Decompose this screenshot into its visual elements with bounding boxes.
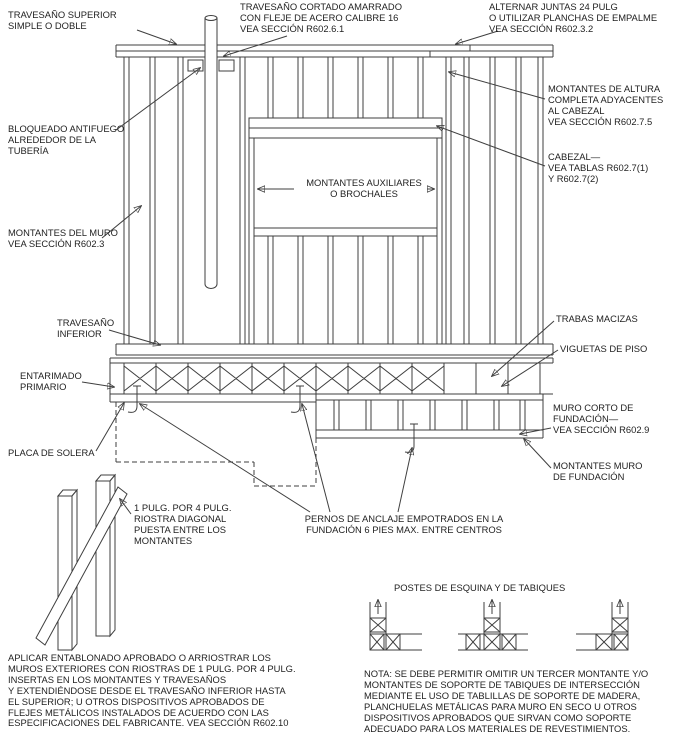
foundation-cripple-wall — [315, 394, 544, 439]
label-stagger-joints: ALTERNAR JUNTAS 24 PULG O UTILIZAR PLANC… — [489, 1, 658, 34]
label-diagonal-brace: 1 PULG. POR 4 PULG. RIOSTRA DIAGONAL PUE… — [134, 502, 232, 546]
floor-joist-band — [110, 363, 553, 395]
bridging-x — [123, 365, 445, 392]
leader-anchor-2 — [302, 404, 331, 513]
anchor-bolt-2 — [290, 385, 304, 413]
leader-diagonal-brace — [120, 499, 132, 515]
leader-sill-plate — [95, 403, 124, 452]
cripple-studs-upper — [267, 57, 424, 118]
anchor-bolt-1 — [127, 385, 141, 413]
label-anchor-bolts: PERNOS DE ANCLAJE EMPOTRADOS EN LA FUNDA… — [304, 513, 504, 535]
corner-post-detail-1 — [369, 600, 422, 651]
leader-cripple-wall — [520, 427, 552, 434]
leader-stagger-joints — [456, 30, 499, 44]
leader-foundation-studs — [524, 439, 552, 469]
leader-top-plate — [136, 29, 176, 44]
leader-subfloor — [81, 381, 114, 387]
label-fireblocking: BLOQUEADO ANTIFUEGO ALREDEDOR DE LA TUBE… — [8, 123, 125, 156]
leader-solid-blocking — [492, 320, 555, 376]
leader-anchor-1 — [140, 404, 311, 513]
wall-studs — [123, 57, 544, 344]
corner-post-detail-3 — [576, 600, 629, 651]
diagonal-brace-detail — [35, 473, 128, 652]
leader-fireblocking — [115, 68, 200, 131]
window-sill — [253, 227, 438, 237]
label-header: CABEZAL— VEA TABLAS R602.7(1) Y R602.7(2… — [548, 151, 649, 184]
subfloor-band — [109, 357, 554, 402]
label-solid-blocking: TRABAS MACIZAS — [556, 313, 638, 324]
label-cut-plate: TRAVESAÑO CORTADO AMARRADO CON FLEJE DE … — [240, 1, 402, 34]
joist-ends — [123, 363, 541, 394]
leader-full-height-studs — [449, 72, 546, 100]
leader-wall-studs — [101, 206, 141, 239]
label-bracing-note: APLICAR ENTABLONADO APROBADO O ARRIOSTRA… — [8, 652, 296, 729]
foundation-dashed-lines — [115, 402, 317, 487]
leader-header — [437, 126, 546, 167]
pipe — [204, 15, 218, 289]
label-cripple-studs: MONTANTES AUXILIARES O BROCHALES — [306, 177, 422, 199]
label-cripple-wall: MURO CORTO DE FUNDACIÓN— VEA SECCIÓN R60… — [553, 402, 650, 435]
label-wall-studs: MONTANTES DEL MURO VEA SECCIÓN R602.3 — [8, 227, 118, 249]
label-top-plate: TRAVESAÑO SUPERIOR SIMPLE O DOBLE — [8, 9, 117, 31]
window-header — [248, 117, 443, 139]
label-subfloor: ENTARIMADO PRIMARIO — [20, 370, 82, 392]
cripple-studs-lower — [267, 236, 424, 344]
label-corner-posts-heading: POSTES DE ESQUINA Y DE TABIQUES — [394, 582, 566, 593]
foundation-studs-lines — [333, 400, 526, 430]
leader-cut-plate — [224, 35, 288, 56]
label-bottom-plate: TRAVESAÑO INFERIOR — [57, 317, 115, 339]
jack-studs — [248, 138, 443, 344]
label-intersection-note: NOTA: SE DEBE PERMITIR OMITIR UN TERCER … — [364, 668, 649, 734]
leader-anchor-3 — [397, 448, 412, 513]
leader-lines — [81, 29, 559, 515]
corner-post-detail-2 — [458, 600, 528, 651]
label-full-height-studs: MONTANTES DE ALTURA COMPLETA ADYACENTES … — [548, 83, 664, 127]
leader-floor-joists — [502, 349, 559, 386]
label-sill-plate: PLACA DE SOLERA — [8, 447, 95, 458]
bottom-plate — [115, 343, 554, 356]
top-plates — [115, 44, 554, 58]
leader-bottom-plate — [108, 329, 160, 345]
sill-plate — [110, 394, 317, 403]
label-floor-joists: VIGUETAS DE PISO — [560, 343, 648, 354]
label-foundation-studs: MONTANTES MURO DE FUNDACIÓN — [553, 460, 643, 482]
diagonal-brace-board — [35, 486, 128, 646]
